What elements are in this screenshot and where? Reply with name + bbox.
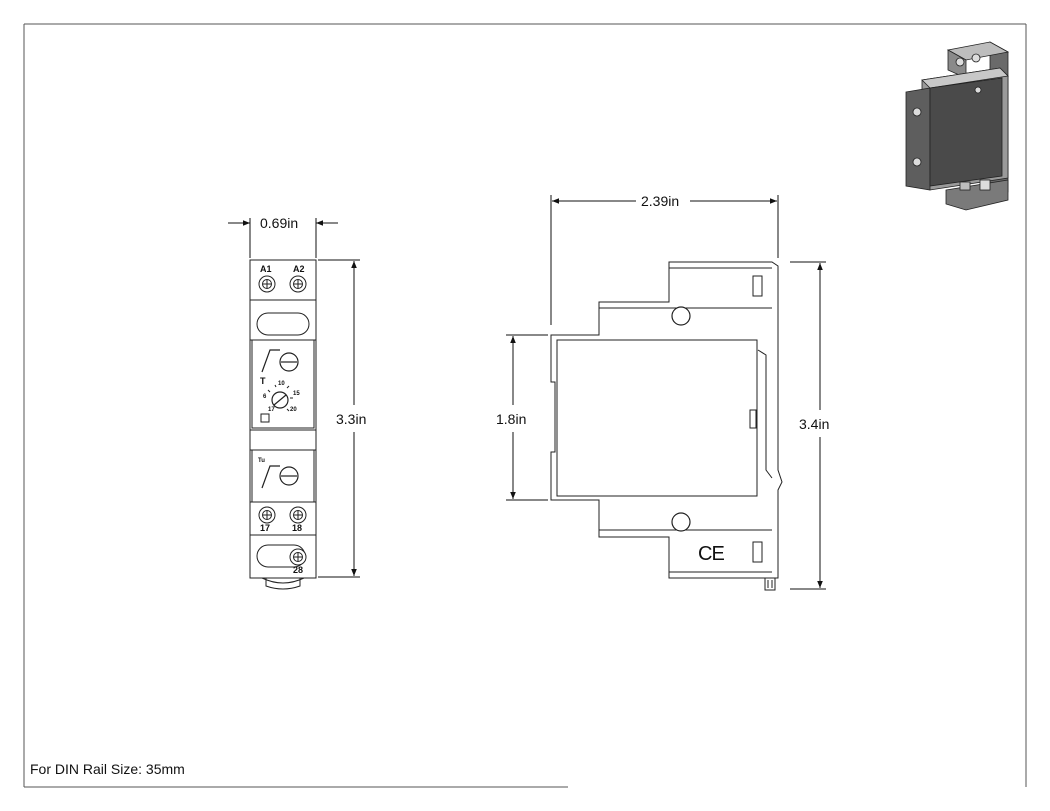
dial-scale-15: 15 [293,391,300,397]
indicator-lamp-icon [261,465,280,489]
dim-side-inner-height [506,334,548,501]
dim-side-height-label: 3.4in [799,416,829,432]
sheet-border [23,23,1027,788]
dim-front-height [318,259,360,578]
front-view [249,259,317,590]
dim-side-height [790,261,826,590]
dim-side-width-label: 2.39in [641,193,679,209]
terminal-a1-label: A1 [260,264,272,274]
screw-17 [258,506,276,524]
terminal-labels: A1 A2 17 18 28 [260,264,305,575]
dial-t-label: T [260,376,266,386]
dial-scale-6: 6 [263,394,267,400]
terminal-18-label: 18 [292,523,302,533]
screw-a1 [258,275,276,293]
dim-front-height-label: 3.3in [336,411,366,427]
din-rail-note: For DIN Rail Size: 35mm [30,761,185,777]
led-square [260,413,270,423]
screw-28 [289,548,307,566]
front-indicators [260,349,299,489]
dial-scale-10: 10 [278,381,285,387]
terminal-a2-label: A2 [293,264,305,274]
indicator-lamp-icon [261,349,280,373]
dim-front-width-label: 0.69in [260,215,298,231]
terminal-28-label: 28 [293,565,303,575]
ce-mark: CE [698,543,724,565]
terminal-screws [258,275,307,566]
dial-scale-20: 20 [290,407,297,413]
dim-side-inner-height-label: 1.8in [496,411,526,427]
side-screw-holes [671,306,691,532]
screw-a2 [289,275,307,293]
dial-tu-label: Tu [258,458,265,464]
isometric-thumbnail [905,41,1010,211]
side-view [550,261,783,591]
dim-front-width [228,218,338,258]
dim-side-width [550,195,779,325]
dial-scale-17: 17 [268,407,275,413]
dial-labels: T Tu 6 10 15 17 20 [258,376,300,464]
terminal-17-label: 17 [260,523,270,533]
screw-18 [289,506,307,524]
